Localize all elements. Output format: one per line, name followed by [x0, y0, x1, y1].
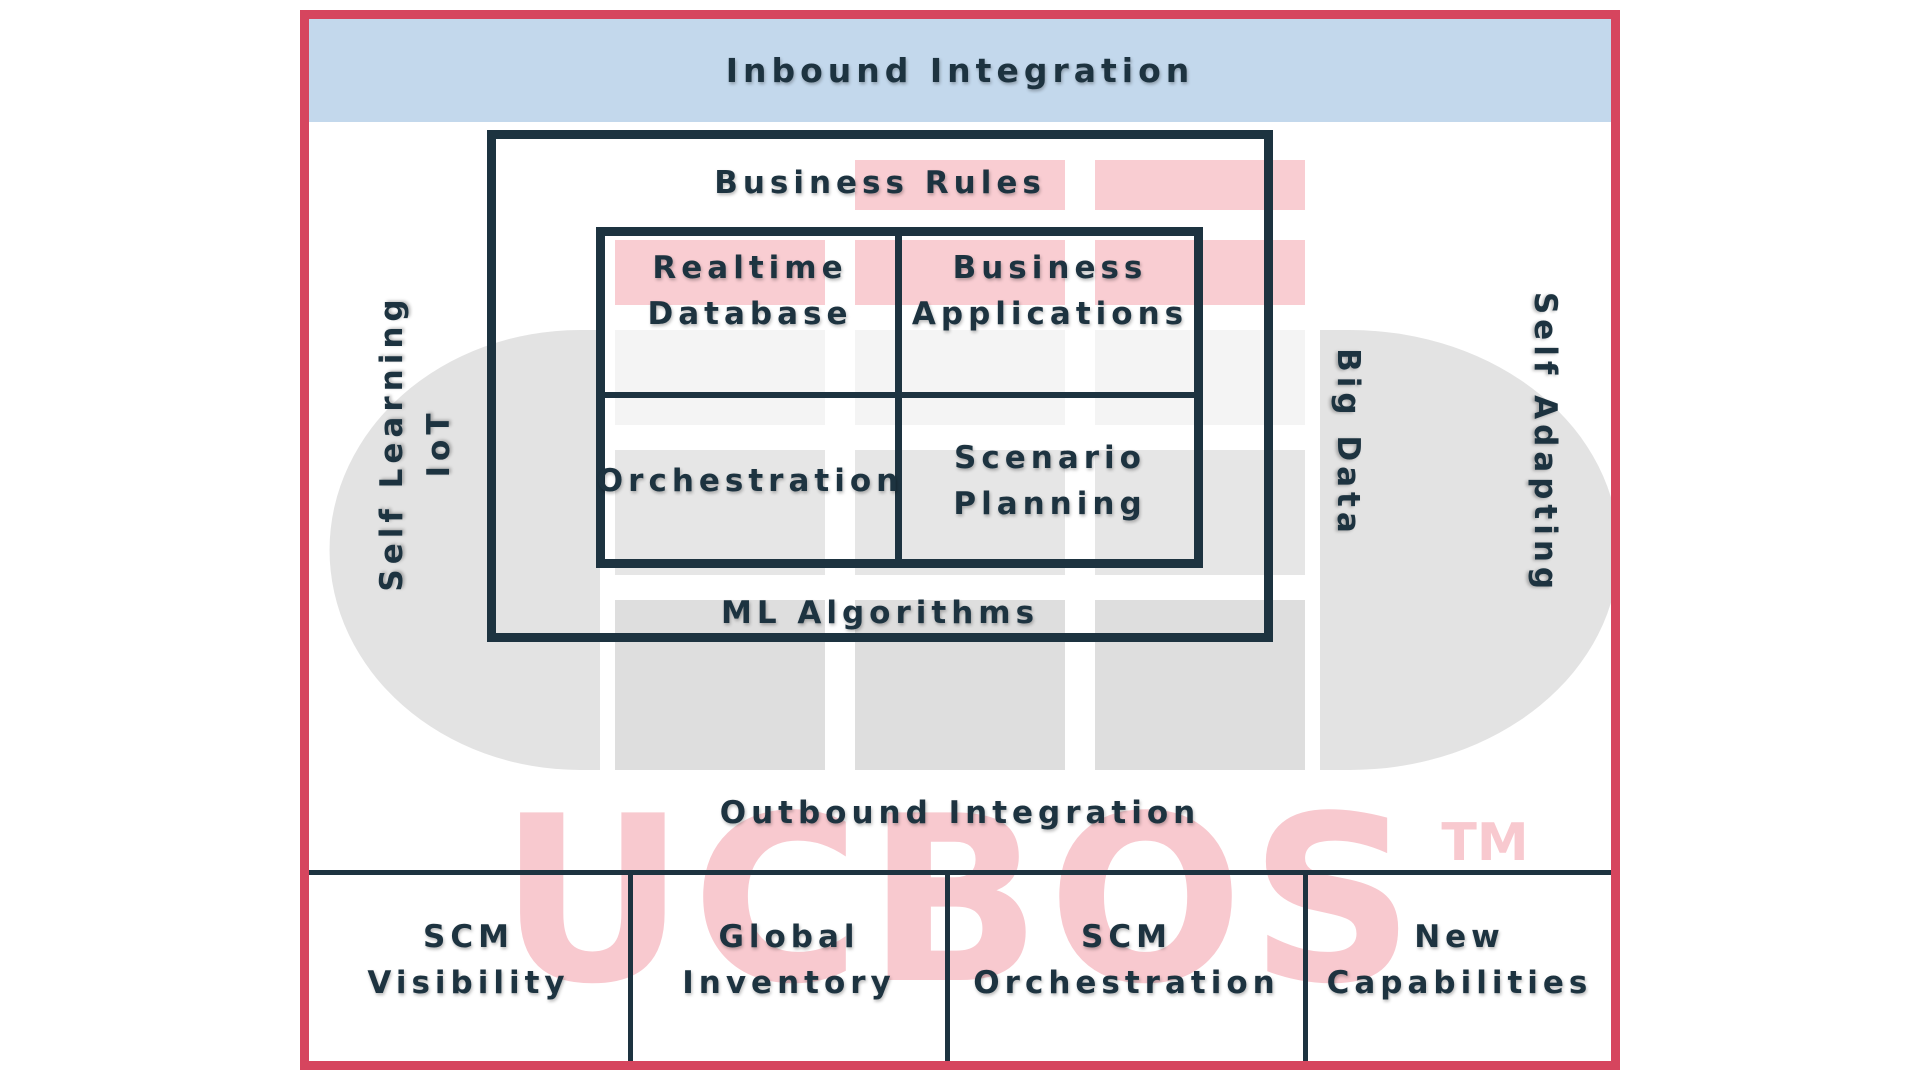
capabilities-divider-1 — [628, 873, 633, 1061]
grid-horizontal-divider — [601, 392, 1198, 398]
orchestration-label: Orchestration — [596, 462, 904, 499]
watermark-text: UCBOS — [499, 768, 1421, 1035]
capabilities-divider-3 — [1303, 873, 1308, 1061]
core-platform-box — [487, 130, 1273, 642]
capability-scm-orchestration: SCM Orchestration — [950, 910, 1303, 1010]
capability-2-line-1: Global — [718, 919, 860, 955]
business-applications-line-2: Applications — [911, 296, 1189, 332]
scenario-planning-line-2: Planning — [953, 485, 1147, 522]
capability-scm-visibility: SCM Visibility — [309, 910, 628, 1010]
outbound-integration-label: Outbound Integration — [719, 795, 1201, 831]
capability-1-line-2: Visibility — [367, 965, 570, 1001]
ml-algorithms-label: ML Algorithms — [720, 595, 1040, 631]
capability-4-line-1: New — [1414, 919, 1505, 955]
ucbos-architecture-diagram: UCBOS TM Inbound Integration Business Ru… — [300, 10, 1620, 1070]
realtime-database-line-1: Realtime — [652, 250, 848, 286]
capability-global-inventory: Global Inventory — [633, 910, 945, 1010]
orchestration-cell: Orchestration — [597, 398, 898, 563]
capability-4-line-2: Capabilities — [1326, 965, 1593, 1001]
business-applications-cell: Business Applications — [902, 236, 1198, 346]
capability-new-capabilities: New Capabilities — [1308, 910, 1611, 1010]
scenario-planning-cell: Scenario Planning — [902, 398, 1198, 563]
capability-1-line-1: SCM — [423, 919, 514, 955]
inbound-integration-band — [309, 19, 1611, 122]
capability-3-line-2: Orchestration — [973, 965, 1280, 1001]
capabilities-top-divider — [309, 870, 1611, 875]
business-applications-line-1: Business — [952, 250, 1148, 286]
realtime-database-line-2: Database — [647, 296, 853, 332]
outer-frame — [300, 10, 1620, 1070]
capability-3-line-1: SCM — [1081, 919, 1172, 955]
ucbos-watermark-logo: UCBOS TM — [329, 160, 1619, 1035]
core-modules-grid — [596, 227, 1203, 568]
trademark-text: TM — [1441, 813, 1528, 873]
capabilities-divider-2 — [945, 873, 950, 1061]
business-rules-label: Business Rules — [714, 165, 1046, 201]
realtime-database-cell: Realtime Database — [605, 236, 895, 346]
scenario-planning-line-1: Scenario — [954, 439, 1146, 476]
capability-2-line-2: Inventory — [682, 965, 896, 1001]
inbound-integration-label: Inbound Integration — [725, 51, 1195, 90]
